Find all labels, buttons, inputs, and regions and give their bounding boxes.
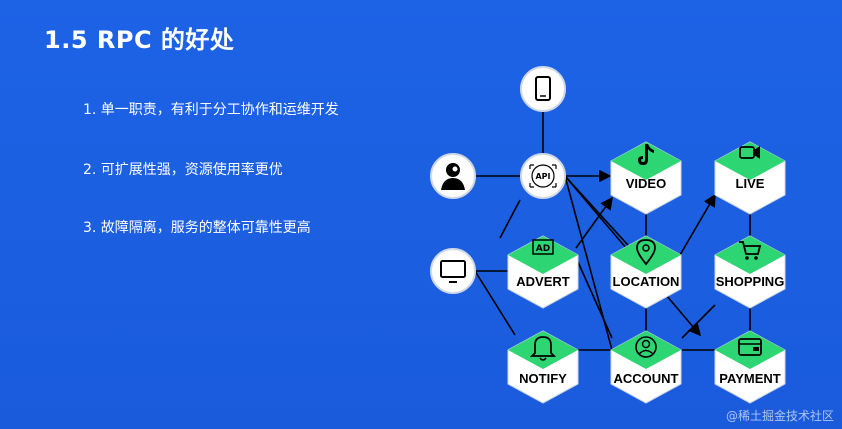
phone-client [520,66,566,112]
wallet-icon [738,338,762,356]
ad-icon: AD [532,239,554,255]
phone-icon [535,76,551,101]
service-label-advert: ADVERT [516,274,570,289]
service-location: LOCATION [610,235,682,309]
tiktok-icon [638,144,654,165]
service-label-shopping: SHOPPING [716,274,785,289]
api-label: API [535,172,550,181]
bullet-point-1: 1. 单一职责，有利于分工协作和运维开发 [83,102,339,118]
service-label-account: ACCOUNT [614,371,679,386]
person-icon [441,163,465,190]
person-client [430,153,476,199]
watermark: @稀土掘金技术社区 [725,409,834,423]
slide-title: 1.5 RPC 的好处 [44,26,235,54]
service-label-location: LOCATION [613,274,680,289]
video-camera-icon [739,146,760,159]
service-payment: PAYMENT [714,330,786,404]
api-gateway: API [520,153,566,199]
connection-lines [474,112,751,351]
service-shopping: SHOPPING [714,235,786,309]
service-label-video: VIDEO [626,176,666,191]
user-icon [635,336,657,358]
api-icon [531,164,555,188]
service-notify: NOTIFY [507,330,579,404]
service-label-payment: PAYMENT [719,371,780,386]
bell-icon [529,336,557,361]
service-live: LIVE [714,141,786,215]
map-pin-icon [636,239,656,266]
shopping-cart-icon [739,241,762,260]
service-account: ACCOUNT [610,330,682,404]
monitor-icon [440,260,466,283]
svg-text:AD: AD [536,244,550,254]
bullet-point-2: 2. 可扩展性强，资源使用率更优 [83,162,283,178]
bullet-point-3: 3. 故障隔离，服务的整体可靠性更高 [83,220,311,236]
service-advert: AD ADVERT [507,235,579,309]
service-video: VIDEO [610,141,682,215]
service-label-notify: NOTIFY [519,371,567,386]
service-label-live: LIVE [736,176,765,191]
monitor-client [430,248,476,294]
